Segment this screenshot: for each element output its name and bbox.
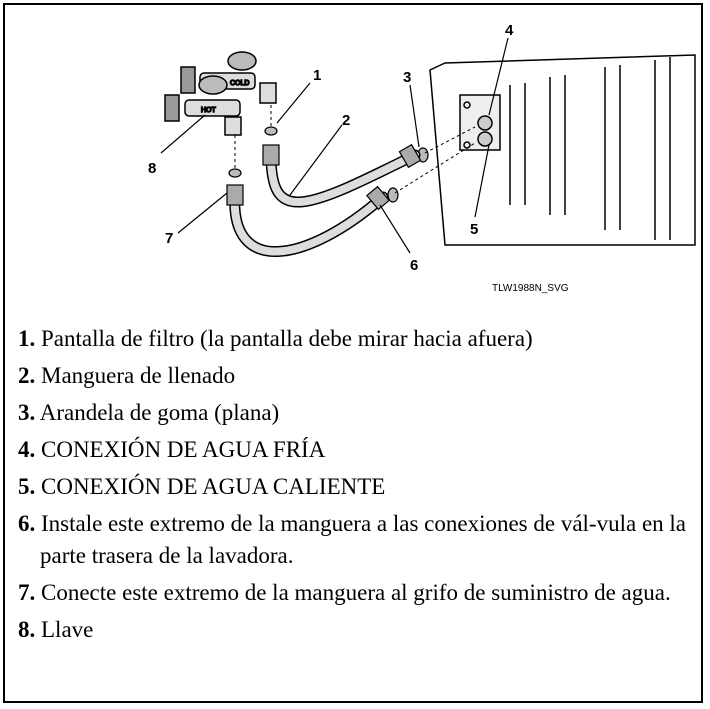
callout-6: 6 <box>410 257 418 274</box>
callout-5: 5 <box>470 221 478 238</box>
hot-faucet: HOT <box>164 75 242 136</box>
cold-faucet: COLD <box>180 51 277 104</box>
hot-label: HOT <box>201 107 217 114</box>
parts-legend: 1. Pantalla de filtro (la pantalla debe … <box>18 323 698 651</box>
legend-item: 4. CONEXIÓN DE AGUA FRÍA <box>18 437 326 462</box>
legend-item: 8. Llave <box>18 617 94 642</box>
legend-item: 7. Conecte este extremo de la manguera a… <box>18 580 671 605</box>
cold-label: COLD <box>230 80 249 87</box>
washer-back-panel <box>429 54 696 246</box>
hose-installation-diagram: COLD HOT <box>5 5 705 305</box>
hose-couplings <box>226 143 422 211</box>
leader-lines <box>160 37 509 254</box>
callout-1: 1 <box>313 67 321 84</box>
figure-code: TLW1988N_SVG <box>492 283 569 294</box>
callout-8: 8 <box>148 160 156 177</box>
legend-item: 6. Instale este extremo de la manguera a… <box>18 511 686 568</box>
legend-item: 2. Manguera de llenado <box>18 363 236 388</box>
callout-7: 7 <box>165 230 173 247</box>
fill-hoses <box>229 149 421 257</box>
legend-item: 3. Arandela de goma (plana) <box>18 400 280 425</box>
alignment-lines <box>234 105 476 194</box>
callout-2: 2 <box>342 112 350 129</box>
figure-frame: COLD HOT <box>3 3 703 703</box>
legend-item: 1. Pantalla de filtro (la pantalla debe … <box>18 326 533 351</box>
callout-3: 3 <box>403 69 411 86</box>
callout-4: 4 <box>505 22 514 39</box>
legend-item: 5. CONEXIÓN DE AGUA CALIENTE <box>18 474 386 499</box>
diagram-svg: COLD HOT <box>148 22 696 294</box>
